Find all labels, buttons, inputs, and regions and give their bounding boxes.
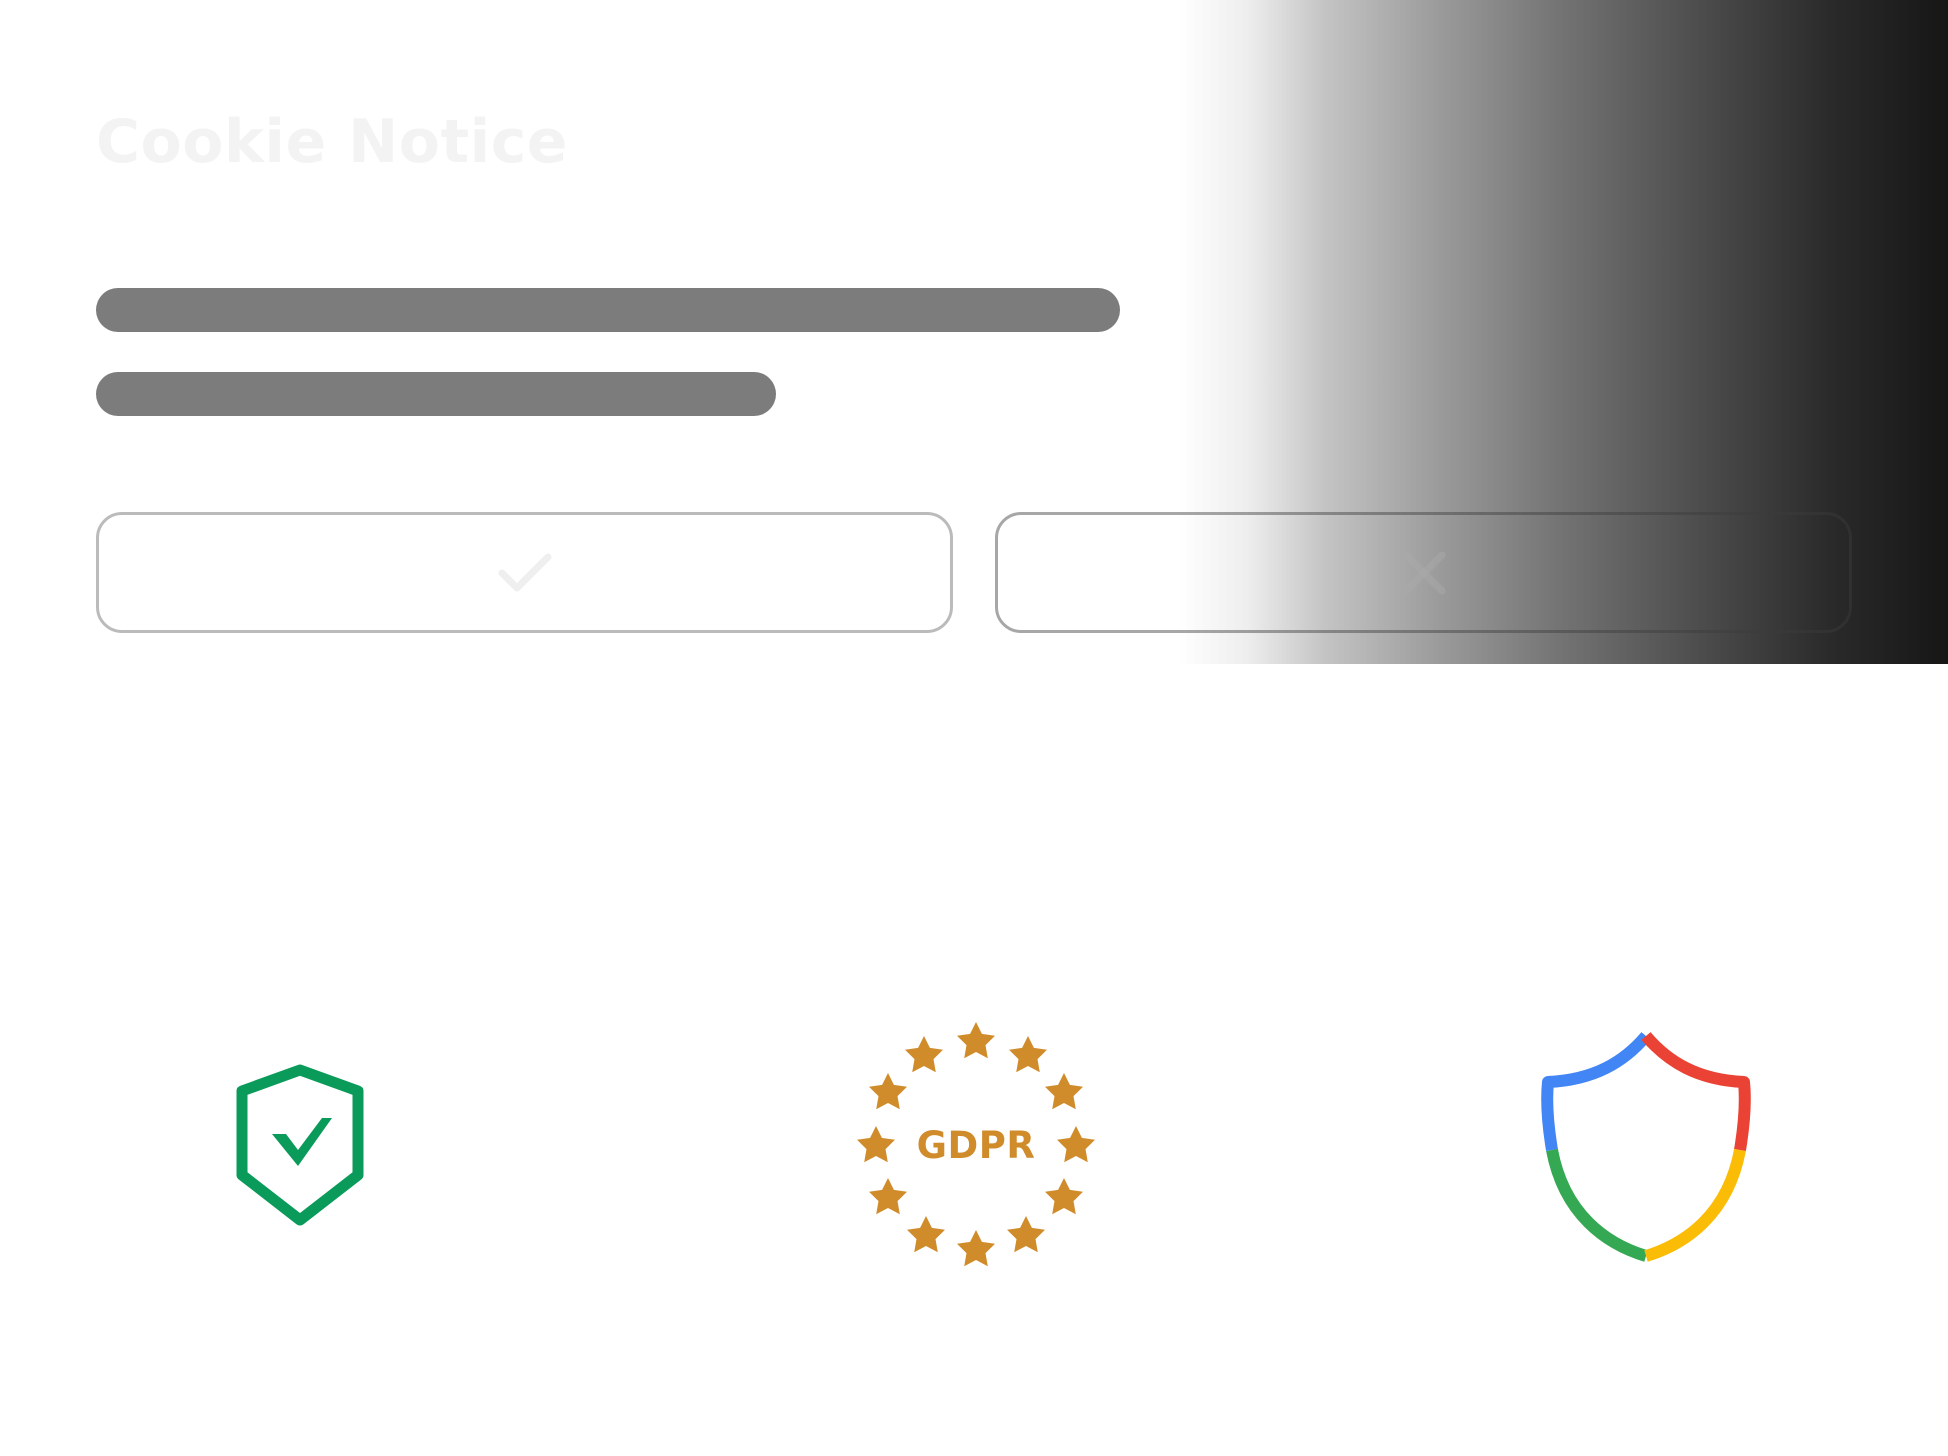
text-placeholder-line bbox=[96, 288, 1120, 332]
shield-check-icon bbox=[236, 1064, 364, 1226]
multicolor-shield-icon bbox=[1541, 1032, 1751, 1262]
cookie-notice-banner: Cookie Notice bbox=[0, 0, 1948, 664]
accept-button[interactable] bbox=[96, 512, 953, 633]
checkmark-icon bbox=[498, 553, 551, 591]
close-icon bbox=[1402, 551, 1445, 594]
reject-button[interactable] bbox=[995, 512, 1852, 633]
text-placeholder-line bbox=[96, 372, 776, 416]
gdpr-label: GDPR bbox=[916, 1124, 1036, 1167]
cookie-notice-title: Cookie Notice bbox=[96, 107, 568, 177]
